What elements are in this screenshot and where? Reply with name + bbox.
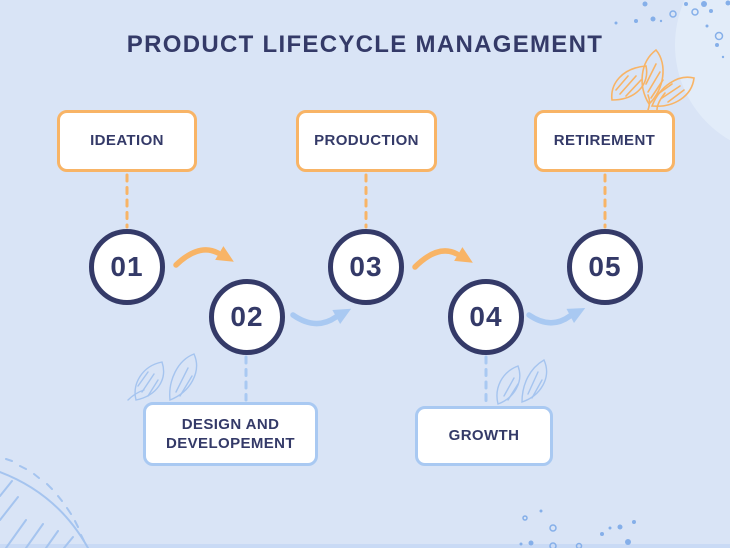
stage-label-design-and-developement: DESIGN AND DEVELOPEMENT [166, 415, 295, 453]
stage-label-growth: GROWTH [448, 427, 520, 445]
stage-circle-02: 02 [209, 279, 285, 355]
stage-circle-03: 03 [328, 229, 404, 305]
stage-box-ideation: IDEATION [57, 110, 197, 172]
stage-label-production: PRODUCTION [314, 132, 419, 150]
arrow-02-03-icon [290, 308, 352, 327]
stage-number-03: 03 [349, 251, 383, 282]
arrow-03-04-icon [412, 247, 473, 270]
dots-top-right-icon [614, 0, 730, 59]
stage-box-design-and-developement: DESIGN AND DEVELOPEMENT [143, 402, 318, 466]
arrow-04-05-icon [526, 307, 586, 326]
stage-box-production: PRODUCTION [296, 110, 437, 172]
leaves-orange-icon [611, 48, 695, 111]
dots-bottom-icon [519, 509, 636, 548]
stage-box-growth: GROWTH [415, 406, 553, 466]
stage-box-retirement: RETIREMENT [534, 110, 675, 172]
sun-sketch-icon [0, 458, 89, 548]
leaves-blue-growth-icon [496, 359, 548, 405]
stage-label-retirement: RETIREMENT [553, 132, 656, 150]
stage-circle-05: 05 [567, 229, 643, 305]
leaves-blue-design-icon [127, 353, 198, 401]
arrow-01-02-icon [173, 246, 234, 268]
stage-number-01: 01 [110, 251, 144, 282]
bottom-edge-strip [0, 544, 730, 548]
stage-number-04: 04 [469, 301, 503, 332]
page-title: PRODUCT LIFECYCLE MANAGEMENT [126, 31, 604, 58]
stage-number-02: 02 [230, 301, 264, 332]
stage-circle-01: 01 [89, 229, 165, 305]
stage-circle-04: 04 [448, 279, 524, 355]
stage-label-ideation: IDEATION [90, 132, 164, 150]
stage-number-05: 05 [588, 251, 622, 282]
